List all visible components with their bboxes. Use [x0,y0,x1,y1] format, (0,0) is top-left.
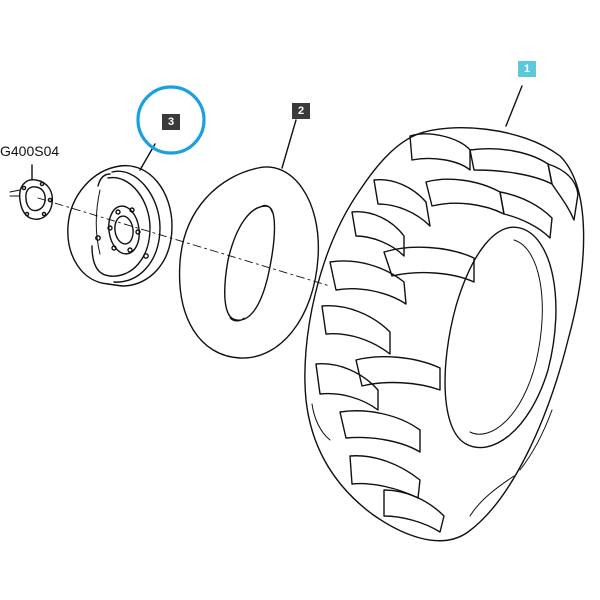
wheel-rim[interactable] [67,143,173,287]
hub-flange[interactable] [9,164,54,220]
highlight-circle [136,85,206,155]
tire-leader-line [505,85,523,127]
tractor-tire[interactable] [304,85,585,542]
callout-2[interactable]: 2 [292,103,310,119]
callout-3[interactable]: 3 [162,114,180,130]
inner-tube[interactable] [178,119,320,359]
tube-leader-line [281,119,297,169]
reference-code-label: G400S04 [0,143,60,159]
center-axis [37,197,331,287]
callout-1[interactable]: 1 [518,61,536,77]
